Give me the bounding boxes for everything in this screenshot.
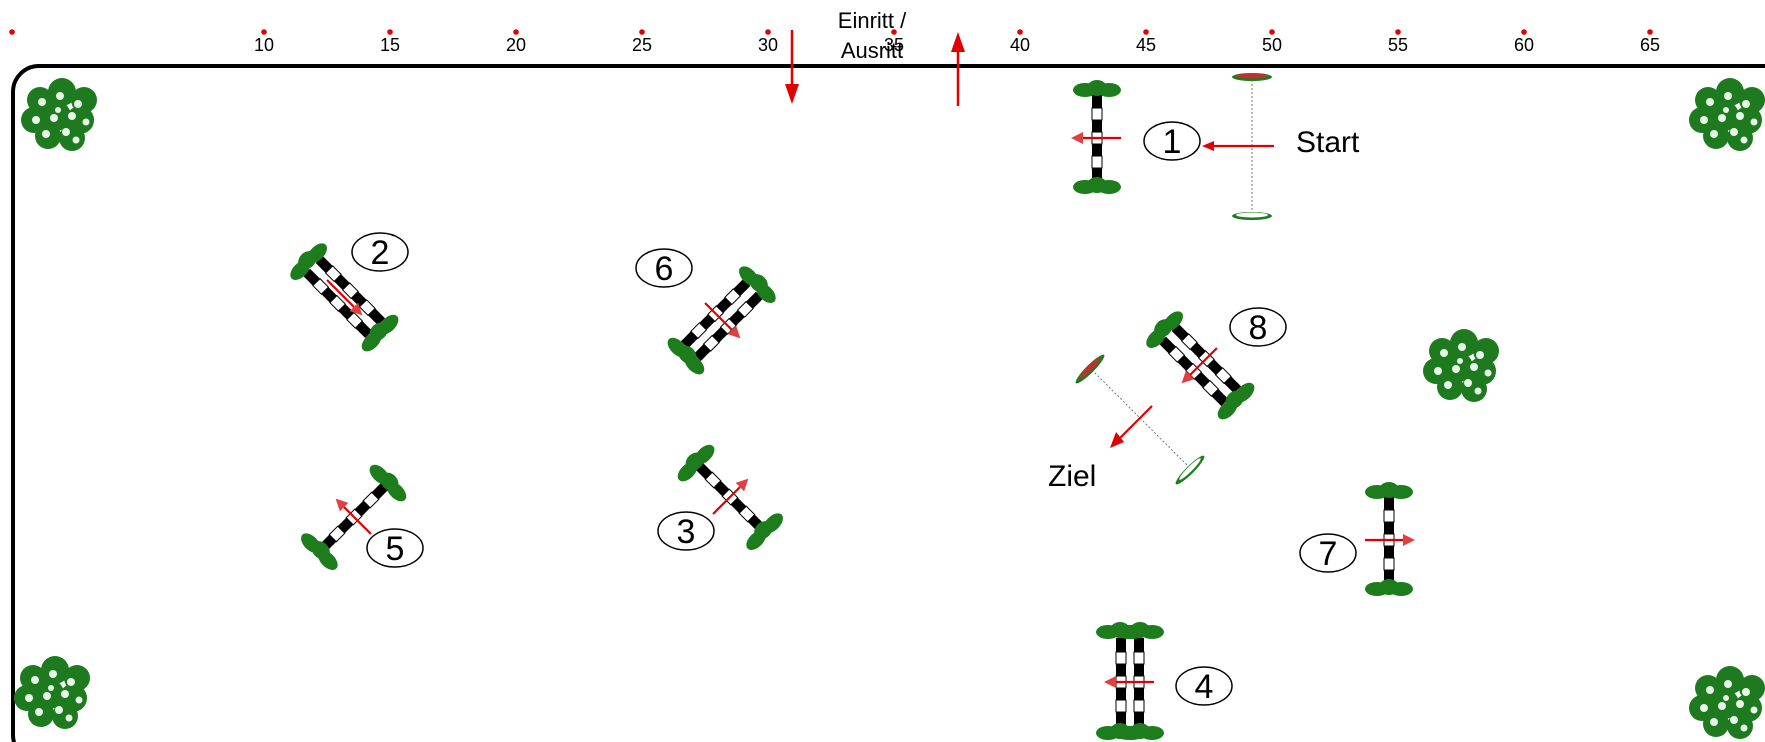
number-bubble-4: 4 (1175, 666, 1233, 706)
entry-arrow-icon (785, 30, 799, 104)
ruler-tick-label: 40 (1010, 35, 1030, 55)
ruler-tick-label: 65 (1640, 35, 1660, 55)
entrance-label: Einritt / Ausritt (838, 8, 907, 63)
number-bubble-7: 7 (1299, 533, 1357, 573)
ruler-ticks: 10 15 20 25 30 35 40 45 50 55 60 65 (254, 29, 1660, 55)
ruler-tick-mark (765, 29, 771, 35)
ruler: 10 15 20 25 30 35 40 45 50 55 60 65 (9, 29, 1660, 55)
exit-arrow-icon (951, 32, 965, 106)
ruler-tick-mark (261, 29, 267, 35)
number-bubble-3: 3 (657, 511, 715, 551)
bush-bottom-left (14, 656, 90, 729)
obstacle-4 (1096, 622, 1164, 740)
bush-top-left (21, 78, 97, 151)
ruler-tick-mark (513, 29, 519, 35)
number-bubble-6: 6 (635, 248, 693, 288)
svg-text:7: 7 (1319, 535, 1338, 573)
ruler-tick-mark (1269, 29, 1275, 35)
bush-center-right (1423, 329, 1499, 402)
ruler-tick-mark (891, 29, 897, 35)
svg-text:4: 4 (1195, 668, 1214, 706)
ruler-tick-mark (1647, 29, 1653, 35)
ruler-tick-label: 20 (506, 35, 526, 55)
ruler-tick-label: 35 (884, 35, 904, 55)
start-line (1202, 73, 1274, 220)
start-label: Start (1296, 126, 1360, 159)
bush-top-right (1689, 78, 1765, 151)
arena-border (11, 64, 1765, 742)
obstacle-1 (1069, 80, 1123, 194)
ruler-tick-mark (387, 29, 393, 35)
ruler-tick-label: 60 (1514, 35, 1534, 55)
svg-text:6: 6 (655, 250, 674, 288)
number-bubble-8: 8 (1229, 307, 1287, 347)
ruler-tick-label: 15 (380, 35, 400, 55)
ruler-tick-label: 25 (632, 35, 652, 55)
svg-text:Ausritt: Ausritt (841, 38, 903, 63)
ruler-tick-label: 10 (254, 35, 274, 55)
ruler-tick-label: 50 (1262, 35, 1282, 55)
number-bubble-5: 5 (366, 528, 424, 568)
svg-text:Einritt /: Einritt / (838, 8, 907, 33)
finish-label: Ziel (1048, 460, 1096, 493)
number-bubble-2: 2 (351, 232, 409, 272)
svg-text:1: 1 (1163, 123, 1182, 161)
ruler-tick-mark (639, 29, 645, 35)
svg-text:8: 8 (1249, 309, 1268, 347)
ruler-tick-mark (1395, 29, 1401, 35)
svg-text:2: 2 (371, 234, 390, 272)
svg-text:3: 3 (677, 513, 696, 551)
ruler-tick-mark (1521, 29, 1527, 35)
number-bubble-1: 1 (1143, 121, 1201, 161)
obstacle-7 (1363, 482, 1417, 596)
ruler-tick-mark (1017, 29, 1023, 35)
ruler-tick-label: 45 (1136, 35, 1156, 55)
finish-line (1075, 354, 1205, 485)
ruler-tick-label: 30 (758, 35, 778, 55)
ruler-tick-label: 55 (1388, 35, 1408, 55)
ruler-tick-mark (1143, 29, 1149, 35)
bush-bottom-right (1689, 666, 1765, 739)
svg-text:5: 5 (386, 530, 405, 568)
